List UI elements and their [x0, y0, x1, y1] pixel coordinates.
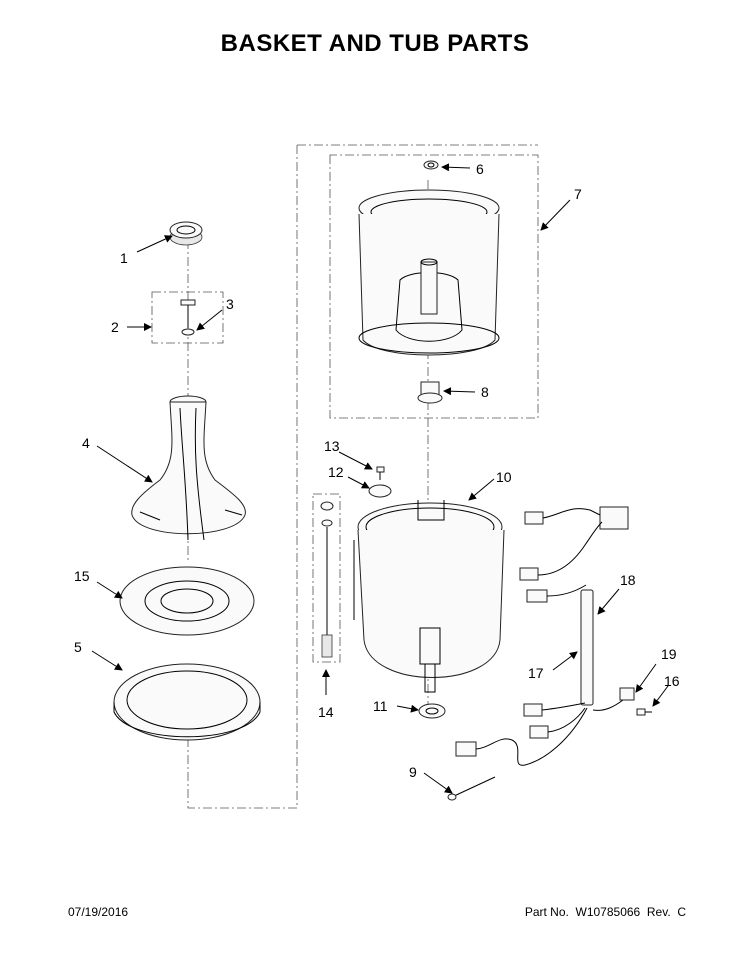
- callout-14: 14: [318, 704, 334, 720]
- callout-12: 12: [328, 464, 344, 480]
- callout-2: 2: [111, 319, 119, 335]
- callout-7: 7: [574, 186, 582, 202]
- callout-19: 19: [661, 646, 677, 662]
- part-5-ring: [113, 663, 261, 741]
- part-1-cap: [169, 221, 203, 246]
- callout-5: 5: [74, 639, 82, 655]
- part-14-rod: [320, 501, 334, 658]
- callout-1: 1: [120, 250, 128, 266]
- callout-18: 18: [620, 572, 636, 588]
- spring-group-box: [312, 493, 341, 663]
- part-8-hub: [417, 381, 443, 404]
- part-11-seal: [418, 703, 446, 719]
- part-6-seal: [423, 160, 439, 170]
- callout-15: 15: [74, 568, 90, 584]
- callout-3: 3: [226, 296, 234, 312]
- footer-date: 07/19/2016: [68, 905, 129, 919]
- callout-13: 13: [324, 438, 340, 454]
- part-7-basket: [358, 189, 500, 356]
- part-15-plate: [119, 566, 255, 636]
- part-12-bracket: [368, 484, 392, 498]
- callout-8: 8: [481, 384, 489, 400]
- footer-part-number: Part No. W10785066 Rev. C: [524, 905, 686, 919]
- callout-10: 10: [496, 469, 512, 485]
- callout-4: 4: [82, 435, 90, 451]
- callout-17: 17: [528, 665, 544, 681]
- callout-11: 11: [373, 698, 388, 714]
- part-3-bolt: [180, 299, 196, 336]
- page-title: BASKET AND TUB PARTS: [220, 30, 530, 57]
- bolt-group-box: [151, 291, 224, 344]
- part-13-screw: [376, 466, 385, 480]
- part-10-tub: [353, 500, 505, 693]
- part-16-screw: [636, 708, 652, 716]
- callout-leaders: [91, 163, 669, 794]
- part-19-connector: [619, 687, 635, 701]
- callout-6: 6: [476, 161, 484, 177]
- part-4-agitator: [131, 395, 246, 541]
- callout-16: 16: [664, 673, 680, 689]
- part-9-tie: [447, 776, 496, 801]
- part-17-18-harness: [455, 506, 629, 766]
- callout-9: 9: [409, 764, 417, 780]
- assembly-dash-outline: [187, 145, 298, 809]
